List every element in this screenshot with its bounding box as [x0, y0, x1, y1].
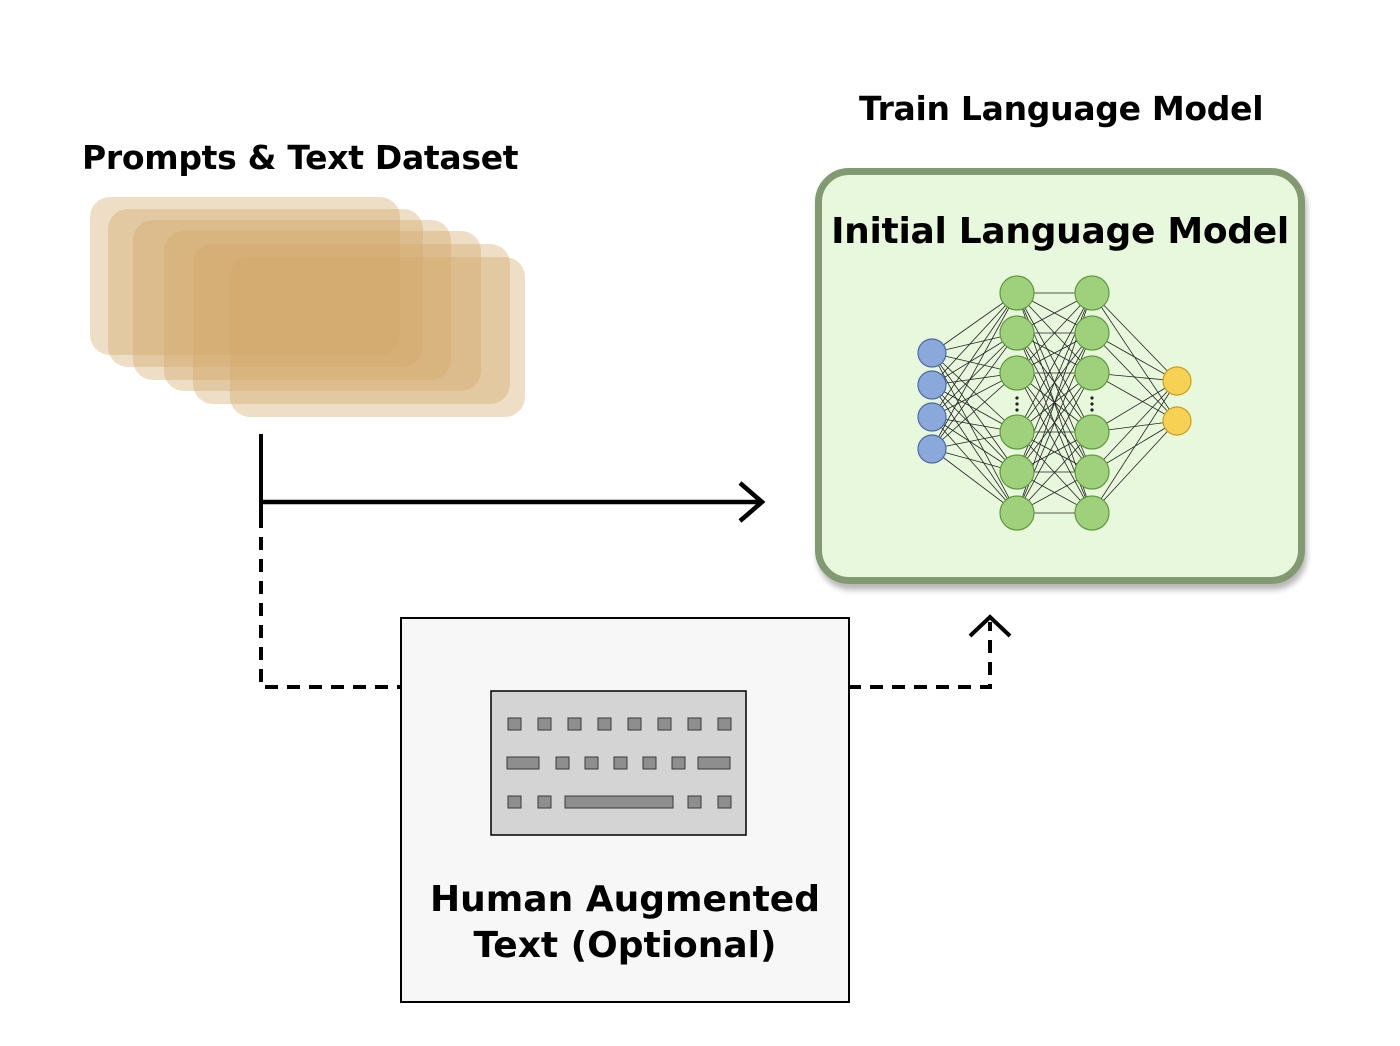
keyboard-key — [717, 717, 732, 731]
nn-edge — [931, 372, 1018, 450]
hidden-node — [1074, 355, 1110, 391]
hidden-node — [999, 454, 1035, 490]
keyboard-key — [671, 756, 686, 770]
nn-edge — [931, 384, 1018, 473]
input-node — [917, 338, 947, 368]
dataset-card — [133, 220, 451, 380]
dataset-card — [90, 197, 400, 355]
input-node — [917, 370, 947, 400]
keyboard-key — [567, 717, 582, 731]
nn-edge — [931, 416, 1018, 514]
nn-edge — [1016, 372, 1093, 514]
nn-edge — [1091, 420, 1178, 514]
nn-edge — [1016, 292, 1093, 433]
hidden-node — [1074, 414, 1110, 450]
keyboard-key — [717, 795, 732, 809]
hidden-node — [999, 275, 1035, 311]
keyboard-key — [687, 717, 702, 731]
input-node — [917, 402, 947, 432]
keyboard-key — [657, 717, 672, 731]
nn-edge — [931, 448, 1018, 514]
hidden-node — [999, 315, 1035, 351]
nn-edge — [931, 332, 1018, 450]
initial-model-box: Initial Language Model — [815, 168, 1305, 584]
output-node — [1162, 366, 1192, 396]
dashed-path-left — [259, 515, 400, 689]
train-title: Train Language Model — [859, 89, 1264, 128]
keyboard-key — [584, 756, 599, 770]
keyboard-key — [627, 717, 642, 731]
nn-edge — [931, 292, 1018, 418]
keyboard-key — [697, 756, 731, 770]
keyboard-key — [564, 795, 674, 809]
nn-edge — [1091, 380, 1178, 473]
human-label-line2: Text (Optional) — [473, 925, 777, 966]
hidden-node — [1074, 495, 1110, 531]
nn-edge — [931, 384, 1018, 514]
dataset-card — [230, 257, 525, 417]
nn-edge — [1016, 431, 1093, 514]
nn-edge — [931, 352, 1018, 473]
keyboard-key — [555, 756, 570, 770]
nn-edge — [931, 352, 1018, 514]
human-label-line1: Human Augmented — [430, 879, 820, 920]
output-node — [1162, 406, 1192, 436]
hidden-node — [1074, 275, 1110, 311]
hidden-node — [999, 495, 1035, 531]
keyboard-key — [506, 756, 540, 770]
hidden-node — [999, 355, 1035, 391]
hidden-node — [999, 414, 1035, 450]
nn-edge — [1091, 292, 1178, 382]
dashed-path-right — [848, 622, 992, 689]
dataset-title: Prompts & Text Dataset — [82, 138, 519, 177]
hidden-node — [1074, 454, 1110, 490]
nn-edge — [1016, 292, 1093, 374]
hidden-node — [1074, 315, 1110, 351]
nn-edge — [931, 332, 1018, 418]
dataset-card — [108, 209, 423, 367]
keyboard-key — [537, 795, 552, 809]
nn-edge — [931, 292, 1018, 450]
nn-edge — [1091, 380, 1178, 514]
arrow-right-icon — [738, 481, 766, 523]
human-augmented-label: Human Augmented Text (Optional) — [402, 877, 848, 969]
keyboard-key — [507, 795, 522, 809]
keyboard-key — [507, 717, 522, 731]
model-title: Initial Language Model — [831, 211, 1289, 252]
arrow-up-icon — [968, 614, 1012, 638]
keyboard-key — [537, 717, 552, 731]
keyboard-key — [687, 795, 702, 809]
input-node — [917, 434, 947, 464]
keyboard-key — [642, 756, 657, 770]
keyboard-key — [597, 717, 612, 731]
keyboard-key — [613, 756, 628, 770]
nn-edge — [931, 292, 1018, 386]
dataset-card — [193, 244, 510, 404]
nn-edge — [931, 352, 1018, 433]
dataset-card — [164, 231, 481, 391]
